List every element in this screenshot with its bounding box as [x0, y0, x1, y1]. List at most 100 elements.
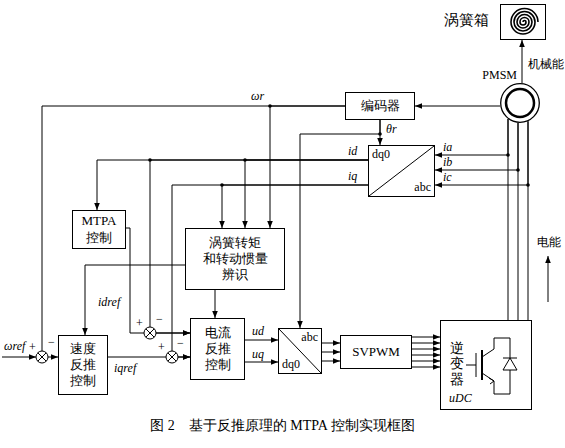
signal-connector: [172, 185, 368, 357]
connector-line: [270, 106, 345, 228]
signal-name: iqref: [113, 362, 137, 375]
motor-symbol: [500, 83, 540, 123]
reference-input-arrow: [2, 357, 36, 358]
junction-circle: [36, 351, 48, 363]
connector-line: [222, 185, 368, 228]
signal-connector: [126, 228, 190, 333]
encoder-box: 编码器: [345, 92, 415, 120]
motor-outline: [501, 84, 540, 123]
signal-connector: [522, 40, 523, 83]
junction-dot: [268, 104, 272, 108]
figure-caption: 图 2 基于反推原理的 MTPA 控制实现框图: [0, 417, 565, 435]
junction-cross: [146, 329, 154, 337]
junction-dot: [516, 168, 520, 172]
igbt-symbol: [466, 338, 517, 394]
connector-line: [126, 228, 144, 333]
connector-line: [412, 367, 440, 368]
summing-junction: [166, 351, 178, 363]
connector-line: [245, 340, 278, 341]
emitter-lead: [482, 373, 494, 394]
sign: −: [176, 337, 185, 350]
signal-connector: [322, 343, 340, 344]
signal-connector: [245, 340, 278, 341]
reference-signal: ωref: [3, 340, 26, 353]
signal-connector: [322, 352, 340, 353]
connector-line: [412, 343, 440, 344]
connector-line: [412, 361, 440, 362]
connector-line: [518, 123, 519, 320]
diode-lead: [494, 370, 510, 394]
junction-dot: [243, 158, 247, 162]
connector-line: [48, 357, 58, 358]
current-control-box: 电流 反推 控制: [190, 318, 245, 380]
text-group: 涡簧转矩 和转动惯量 辨识: [193, 235, 277, 284]
connector-line: [412, 337, 440, 338]
signal-connector: [150, 160, 368, 333]
connector-line: [156, 333, 190, 334]
sign: +: [157, 341, 166, 354]
motor-label: PMSM: [482, 68, 517, 82]
diode-triangle: [503, 358, 517, 370]
connector-line: [435, 121, 528, 185]
spring-box: 涡簧箱: [500, 4, 546, 40]
frame-label: dq0: [372, 148, 390, 161]
text-group: MTPA 控制: [76, 213, 122, 246]
signal-connector: [85, 265, 185, 335]
junction-dot: [220, 183, 224, 187]
connector-line: [178, 357, 190, 358]
box-label: 涡簧转矩 和转动惯量 辨识: [193, 235, 277, 284]
connector-line: [85, 265, 185, 335]
inverter-label: 逆变器: [450, 341, 464, 387]
signal-name: idref: [97, 296, 121, 309]
frame-label: abc: [414, 181, 431, 194]
spiral-spring: [511, 9, 538, 35]
connector-line: [412, 349, 440, 350]
channel-bar: [481, 350, 483, 380]
frame-label: abc: [301, 331, 318, 344]
signal-name: ib: [442, 156, 453, 169]
signal-connector: [322, 361, 340, 362]
signal-name: uDC: [448, 392, 473, 405]
junction-circle: [166, 351, 178, 363]
text-group: 编码器: [361, 98, 400, 114]
connector-line: [178, 357, 190, 358]
connector-line: [322, 352, 340, 353]
sign: +: [135, 317, 144, 330]
connector-line: [522, 40, 523, 83]
transform-box: dq0 abc: [368, 145, 435, 197]
signal-name: uq: [251, 348, 265, 361]
signal-connector: [222, 185, 368, 228]
mtpa-box: MTPA 控制: [72, 210, 126, 249]
diode-lead: [494, 338, 510, 358]
identification-box: 涡簧转矩 和转动惯量 辨识: [185, 228, 285, 290]
signal-name: θr: [385, 123, 398, 136]
signal-connector: [245, 160, 368, 228]
connector-line: [508, 119, 509, 320]
summing-junction: [36, 351, 48, 363]
signal-connector: [508, 119, 528, 320]
sign: −: [47, 336, 56, 349]
signal-connector: [412, 337, 440, 367]
motor-rotor: [506, 89, 534, 117]
speed-control-box: 速度 反推 控制: [58, 335, 108, 395]
junction-dot: [378, 132, 382, 136]
diagonal-line: [279, 329, 321, 373]
signal-name: iq: [347, 170, 358, 183]
junction-dot: [506, 153, 510, 157]
sign: −: [155, 313, 164, 326]
connector-line: [415, 106, 500, 107]
box-label: 编码器: [361, 98, 400, 114]
gate-plate: [476, 353, 477, 377]
connector-line: [435, 119, 508, 155]
signal-name: ud: [251, 325, 265, 338]
text-group: SVPWM: [352, 344, 400, 360]
junction-circle: [144, 327, 156, 339]
frame-label: dq0: [282, 358, 300, 371]
sign: +: [28, 341, 37, 354]
signal-connector: [415, 106, 500, 107]
motor-circle: PMSM: [500, 83, 540, 123]
connector-line: [322, 343, 340, 344]
connector-line: [435, 123, 518, 170]
text-group: 电流 反推 控制: [198, 325, 238, 374]
signal-name: ic: [442, 171, 453, 184]
